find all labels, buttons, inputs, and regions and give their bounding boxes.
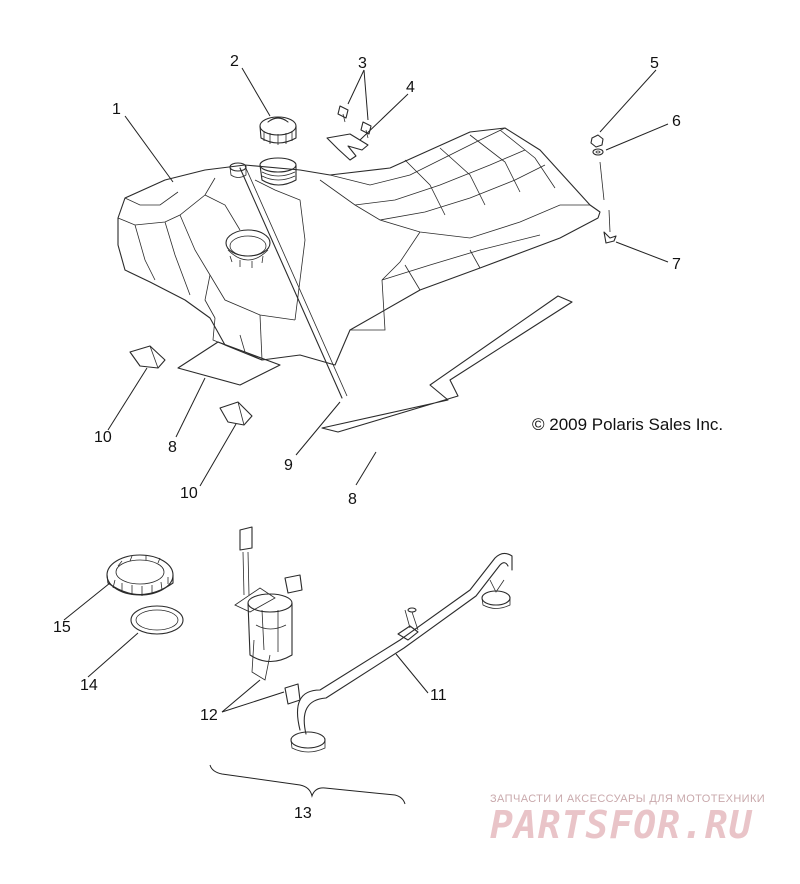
leader-lines [63, 67, 669, 713]
callout-12: 12 [200, 707, 218, 724]
callout-10-right: 10 [180, 485, 198, 502]
callout-11: 11 [430, 687, 447, 704]
callout-5: 5 [650, 55, 659, 72]
callout-13: 13 [294, 805, 312, 822]
copyright-notice: © 2009 Polaris Sales Inc. [532, 415, 723, 434]
callout-6: 6 [672, 113, 681, 130]
fuel-pump [234, 526, 303, 705]
callout-9: 9 [284, 457, 293, 474]
callout-7: 7 [672, 256, 681, 273]
assembly-brace [209, 764, 406, 805]
screws [337, 105, 372, 139]
fuel-cap [259, 116, 297, 145]
callout-2: 2 [230, 53, 239, 70]
callout-1: 1 [112, 101, 121, 118]
callout-15: 15 [53, 619, 71, 636]
bracket [326, 133, 369, 161]
callout-8-upper: 8 [168, 439, 177, 456]
callout-14: 14 [80, 677, 98, 694]
callout-labels: 1 2 3 4 5 6 7 8 8 9 10 10 11 12 13 14 15 [53, 53, 681, 822]
vent-rod [239, 165, 348, 399]
fuel-tank [117, 127, 601, 366]
mounting-hardware [590, 134, 617, 244]
watermark: ЗАПЧАСТИ И АКСЕССУАРЫ ДЛЯ МОТОТЕХНИКИ PA… [490, 793, 765, 847]
pads [177, 295, 573, 433]
watermark-brand: PARTSFOR.RU [490, 803, 753, 847]
callout-3: 3 [358, 55, 367, 72]
pump-lock-ring [106, 554, 174, 596]
watermark-tagline: ЗАПЧАСТИ И АКСЕССУАРЫ ДЛЯ МОТОТЕХНИКИ [490, 793, 765, 805]
pump-gasket [130, 605, 184, 635]
callout-4: 4 [406, 79, 415, 96]
callout-10-left: 10 [94, 429, 112, 446]
fuel-line-assembly [290, 552, 513, 753]
bumpers [129, 345, 253, 426]
callout-8-lower: 8 [348, 491, 357, 508]
